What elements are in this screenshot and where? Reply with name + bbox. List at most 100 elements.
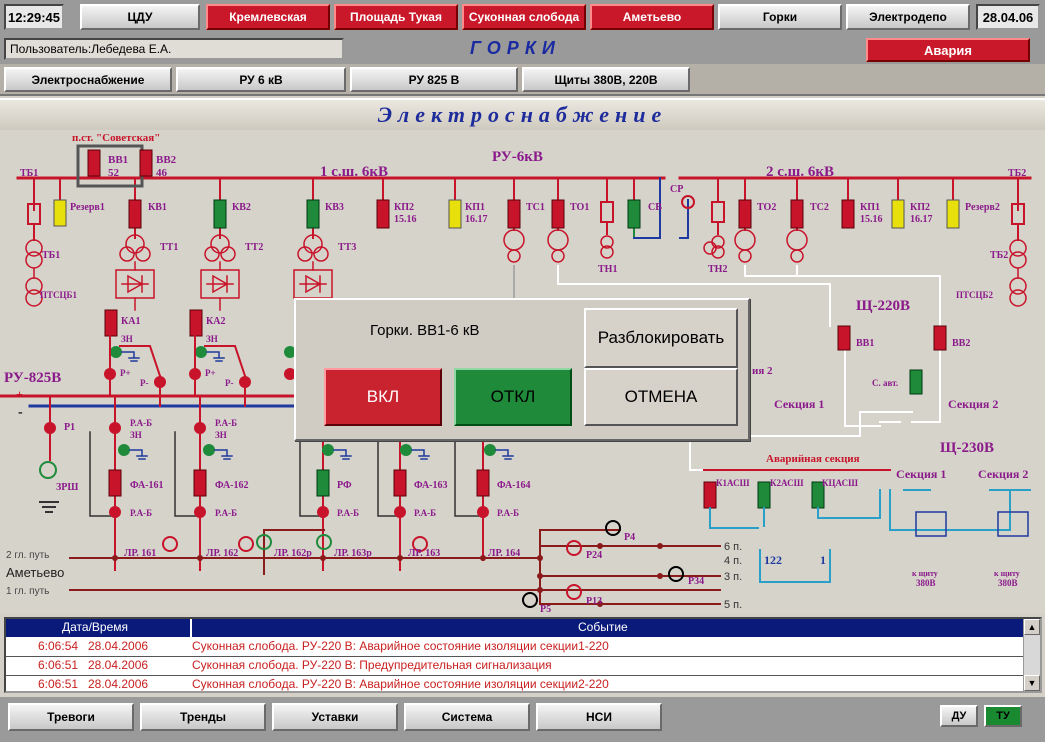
ametyevo-label: Аметьево <box>6 565 64 580</box>
user-row: Пользователь:Лебедева Е.А. ГОРКИ Авария <box>0 34 1045 64</box>
track-5: 5 п. <box>724 599 742 611</box>
section2b-label: Секция 2 <box>978 467 1028 481</box>
ru6-label: РУ-6кВ <box>492 149 543 165</box>
event-log-scrollbar[interactable]: ▲ ▼ <box>1023 619 1040 691</box>
zn-2a: ЗН <box>215 430 227 440</box>
cancel-button[interactable]: ОТМЕНА <box>584 368 738 426</box>
du-button[interactable]: ДУ <box>940 705 978 727</box>
vv2-label: ВВ2 <box>156 154 177 166</box>
p-plus-2: Р+ <box>205 368 216 378</box>
rab-5b: Р.А-Б <box>497 508 519 518</box>
tb2-label: ТБ2 <box>990 250 1008 261</box>
tb2-bus-label: ТБ2 <box>1008 168 1026 179</box>
to-panel-2-v: 380В <box>998 578 1018 588</box>
vv1-220-label: ВВ1 <box>856 338 874 349</box>
tab-ru-825v[interactable]: РУ 825 В <box>350 67 518 92</box>
col-event-header: Событие <box>578 620 628 634</box>
kv2-label: КВ2 <box>232 202 251 213</box>
bottom-toolbar: Тревоги Тренды Уставки Система НСИ ДУ ТУ <box>0 697 1045 742</box>
tb1-bus-label: ТБ1 <box>20 168 38 179</box>
user-label: Пользователь:Лебедева Е.А. <box>4 38 344 60</box>
tab-panels-380-220[interactable]: Щиты 380В, 220В <box>522 67 690 92</box>
to-panel-1-v: 380В <box>916 578 936 588</box>
nav-sukonnaya-sloboda-button[interactable]: Суконная слобода <box>462 4 586 30</box>
fa162-label: ФА-162 <box>215 480 249 491</box>
vv2-value: 46 <box>156 167 168 179</box>
section-title: Электроснабжение <box>377 102 668 127</box>
nav-ametyevo-button[interactable]: Аметьево <box>590 4 714 30</box>
alarm-indicator[interactable]: Авария <box>866 38 1030 62</box>
sv-label: СВ <box>648 202 662 213</box>
tabs-row: Электроснабжение РУ 6 кВ РУ 825 В Щиты 3… <box>0 64 1045 96</box>
tc1-label: ТС1 <box>526 202 545 213</box>
substation-label: п.ст. "Советская" <box>72 132 160 144</box>
clock: 12:29:45 <box>4 4 64 30</box>
scroll-down-icon[interactable]: ▼ <box>1024 675 1040 691</box>
zn1-label: ЗН <box>121 334 133 344</box>
col-datetime-header: Дата/Время <box>62 620 129 634</box>
switch-off-button[interactable]: ОТКЛ <box>454 368 572 426</box>
rez1-label: Резерв1 <box>70 202 105 213</box>
vv1-label: ВВ1 <box>108 154 128 166</box>
station-name: ГОРКИ <box>470 38 561 58</box>
event-text: Суконная слобода. РУ-220 В: Аварийное со… <box>192 677 609 691</box>
bus1-label: 1 с.ш. 6кВ <box>320 164 388 180</box>
event-log: Дата/Время Событие 6:06:54 28.04.2006 Су… <box>4 617 1042 693</box>
tb1-label: ТБ1 <box>42 250 60 261</box>
nav-ploshchad-tukaya-button[interactable]: Площадь Тукая <box>334 4 458 30</box>
nav-kremlevskaya-button[interactable]: Кремлевская <box>206 4 330 30</box>
top-nav-bar: 12:29:45 ЦДУ Кремлевская Площадь Тукая С… <box>0 0 1045 34</box>
alarms-button[interactable]: Тревоги <box>8 703 134 731</box>
system-button[interactable]: Система <box>404 703 530 731</box>
tab-ru-6kv[interactable]: РУ 6 кВ <box>176 67 346 92</box>
tn2-label: ТН2 <box>708 264 727 275</box>
event-time: 6:06:54 <box>38 639 79 653</box>
section2-label: Секция 2 <box>948 397 998 411</box>
nav-gorki-button[interactable]: Горки <box>718 4 842 30</box>
nav-cdu-button[interactable]: ЦДУ <box>80 4 200 30</box>
fa163-label: ФА-163 <box>414 480 448 491</box>
nav-elektrodepo-button[interactable]: Электродепо <box>846 4 970 30</box>
scroll-up-icon[interactable]: ▲ <box>1024 619 1040 635</box>
kp2a-label: КП2 <box>394 202 414 213</box>
settings-button[interactable]: Уставки <box>272 703 398 731</box>
svg-text:-: - <box>18 405 23 420</box>
event-date: 28.04.2006 <box>88 677 149 691</box>
kp2a-num: 15.16 <box>394 214 417 225</box>
vv1-value: 52 <box>108 167 120 179</box>
event-row[interactable]: 6:06:54 28.04.2006 Суконная слобода. РУ-… <box>6 638 1024 657</box>
k1-label: К1АСШ <box>716 478 750 488</box>
trends-button[interactable]: Тренды <box>140 703 266 731</box>
p-minus-2: Р- <box>225 378 234 388</box>
tn1-label: ТН1 <box>598 264 617 275</box>
ptscb1-label: ПТСЦБ1 <box>40 290 77 300</box>
ka1-label: КА1 <box>121 316 140 327</box>
c-avt-label: С. авт. <box>872 378 898 388</box>
kv3-label: КВ3 <box>325 202 344 213</box>
rab-2b: Р.А-Б <box>215 508 237 518</box>
tab-power-supply[interactable]: Электроснабжение <box>4 67 172 92</box>
tu-button[interactable]: ТУ <box>984 705 1022 727</box>
event-row[interactable]: 6:06:51 28.04.2006 Суконная слобода. РУ-… <box>6 657 1024 676</box>
schematic-diagram: п.ст. "Советская" ВВ1 52 ВВ2 46 ТБ1 ТБ2 … <box>0 130 1045 615</box>
nsi-button[interactable]: НСИ <box>536 703 662 731</box>
p13-label: Р13 <box>586 596 602 607</box>
section2-partial: ия 2 <box>752 365 773 377</box>
sh230-label: Щ-230В <box>940 440 994 456</box>
rab-2a: Р.А-Б <box>215 418 237 428</box>
kv1-label: КВ1 <box>148 202 167 213</box>
sr-label: СР <box>670 184 683 195</box>
rez2-label: Резерв2 <box>965 202 1000 213</box>
track2-label: 2 гл. путь <box>6 550 49 561</box>
unlock-button[interactable]: Разблокировать <box>584 308 738 368</box>
switch-on-button[interactable]: ВКЛ <box>324 368 442 426</box>
fa164-label: ФА-164 <box>497 480 531 491</box>
to-panel-1: к щиту <box>912 569 938 578</box>
p5-label: Р5 <box>540 604 551 614</box>
track-3: 3 п. <box>724 571 742 583</box>
emergency-section-label: Аварийная секция <box>766 453 860 465</box>
lr163-label: ЛР. 163 <box>408 548 440 559</box>
event-row[interactable]: 6:06:51 28.04.2006 Суконная слобода. РУ-… <box>6 676 1024 691</box>
rab-3b: Р.А-Б <box>337 508 359 518</box>
event-log-header: Дата/Время Событие <box>6 619 1024 637</box>
